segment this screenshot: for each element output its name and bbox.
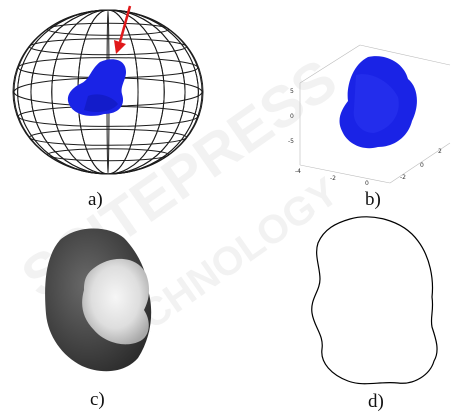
panel-b-image: 5 0 -5 -4 -2 0 -2 0 2	[288, 44, 451, 185]
caption-d: d)	[368, 391, 384, 412]
red-arrow-shaft	[118, 5, 132, 43]
point-cloud-texture	[353, 74, 399, 133]
tick-y-2: 0	[420, 162, 424, 169]
depth-front	[82, 258, 150, 345]
cage-ring	[46, 148, 170, 162]
tick-z-bottom: -5	[288, 138, 294, 145]
tick-x-1: -4	[295, 168, 301, 175]
tick-y-1: -2	[400, 174, 406, 181]
caption-a: a)	[88, 189, 103, 210]
panel-a	[8, 0, 208, 185]
contour-outline	[311, 216, 438, 385]
tick-z-mid: 0	[290, 113, 294, 120]
panel-d	[300, 215, 457, 390]
panel-c	[20, 218, 200, 388]
red-arrow-head	[114, 40, 126, 54]
cage-ring	[46, 22, 170, 36]
panel-a-image	[12, 5, 204, 175]
cage-ring	[29, 38, 187, 56]
tick-z-top: 5	[290, 88, 294, 95]
panel-b: 5 0 -5 -4 -2 0 -2 0 2	[270, 25, 457, 185]
panel-c-image	[45, 228, 152, 372]
cage-meridian	[17, 9, 199, 175]
caption-b: b)	[365, 189, 381, 210]
panel-d-image	[311, 216, 438, 385]
caption-c: c)	[90, 389, 105, 410]
tick-x-2: -2	[330, 175, 336, 182]
tick-y-3: 2	[438, 148, 442, 155]
tick-x-3: 0	[365, 180, 369, 185]
blob-shade	[84, 94, 118, 112]
cage-ring	[29, 128, 187, 146]
